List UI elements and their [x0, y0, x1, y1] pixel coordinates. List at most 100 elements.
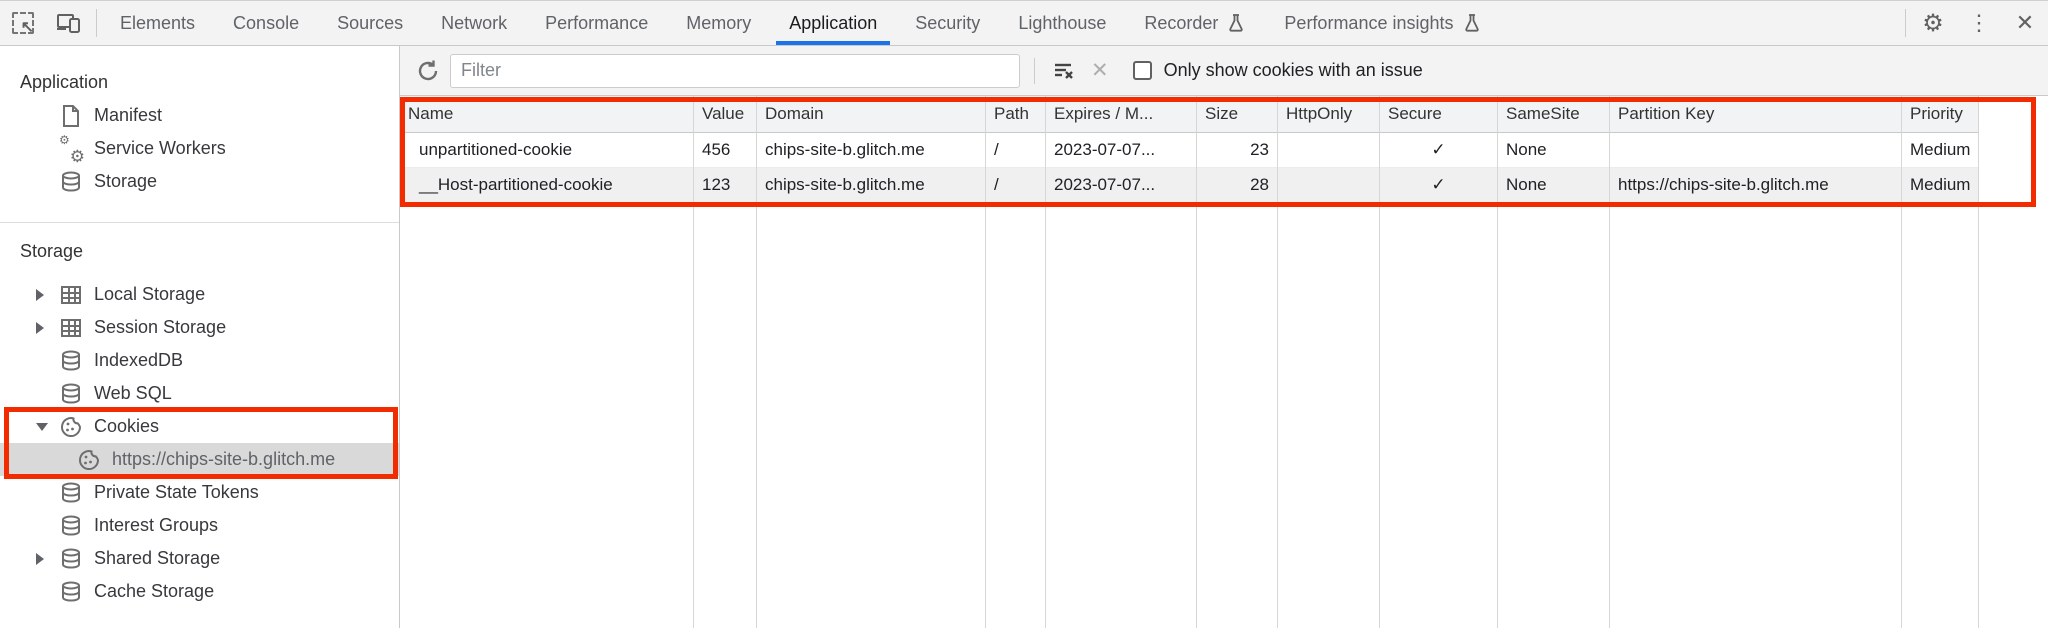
- cell-partition-key-row1[interactable]: [1610, 133, 1901, 168]
- tab-console[interactable]: Console: [214, 1, 318, 45]
- database-icon: [58, 547, 84, 571]
- inspect-cursor-icon: ↖: [12, 12, 34, 36]
- database-icon: [58, 514, 84, 538]
- cell-samesite-row2[interactable]: None: [1498, 168, 1609, 203]
- cell-samesite-row1[interactable]: None: [1498, 133, 1609, 168]
- tab-label: Security: [915, 12, 981, 33]
- cell-httponly-row1[interactable]: [1278, 133, 1379, 168]
- sidebar-item-service-workers[interactable]: ⚙⚙ Service Workers: [0, 132, 399, 165]
- sidebar-item-storage[interactable]: Storage: [0, 165, 399, 198]
- tab-sources[interactable]: Sources: [318, 1, 422, 45]
- cookies-panel: ✕ Only show cookies with an issue Name u…: [400, 46, 2048, 628]
- cell-value-row2[interactable]: 123: [694, 168, 756, 203]
- cell-size-row1[interactable]: 23: [1197, 133, 1277, 168]
- column-header-expires[interactable]: Expires / M...: [1046, 96, 1196, 133]
- cell-priority-row2[interactable]: Medium: [1902, 168, 1979, 203]
- cell-name-row1[interactable]: unpartitioned-cookie: [400, 133, 693, 168]
- column-header-partition-key[interactable]: Partition Key: [1610, 96, 1901, 133]
- sidebar-item-web-sql[interactable]: Web SQL: [0, 377, 399, 410]
- tab-lighthouse[interactable]: Lighthouse: [999, 1, 1125, 45]
- column-partition-key: Partition Key https://chips-site-b.glitc…: [1610, 96, 1902, 628]
- gear-icon: ⚙: [1922, 9, 1944, 37]
- sidebar-item-local-storage[interactable]: Local Storage: [0, 278, 399, 311]
- tab-label: Elements: [120, 12, 196, 33]
- tab-recorder[interactable]: Recorder: [1125, 1, 1265, 45]
- sidebar-item-session-storage[interactable]: Session Storage: [0, 311, 399, 344]
- more-options-button[interactable]: ⋮: [1956, 1, 2002, 45]
- inspect-element-button[interactable]: ↖: [0, 1, 46, 45]
- tab-security[interactable]: Security: [896, 1, 999, 45]
- divider: [1905, 9, 1906, 37]
- filter-input[interactable]: [450, 53, 1020, 88]
- sidebar-item-manifest[interactable]: Manifest: [0, 99, 399, 132]
- delete-cookie-button-disabled[interactable]: ✕: [1091, 59, 1109, 82]
- column-header-samesite[interactable]: SameSite: [1498, 96, 1609, 133]
- column-value: Value 456 123: [694, 96, 757, 628]
- column-header-size[interactable]: Size: [1197, 96, 1277, 133]
- settings-button[interactable]: ⚙: [1910, 1, 1956, 45]
- chevron-down-icon[interactable]: [36, 422, 58, 431]
- chevron-right-icon[interactable]: [36, 552, 58, 565]
- sidebar-item-label: IndexedDB: [94, 350, 184, 370]
- sidebar-item-private-state-tokens[interactable]: Private State Tokens: [0, 476, 399, 509]
- sidebar-item-cache-storage[interactable]: Cache Storage: [0, 575, 399, 608]
- sidebar-item-label: Private State Tokens: [94, 482, 259, 502]
- column-header-httponly[interactable]: HttpOnly: [1278, 96, 1379, 133]
- sidebar-item-label: Storage: [94, 171, 158, 191]
- cell-priority-row1[interactable]: Medium: [1902, 133, 1979, 168]
- kebab-menu-icon: ⋮: [1968, 10, 1990, 35]
- column-header-domain[interactable]: Domain: [757, 96, 985, 133]
- cell-name-row2[interactable]: __Host-partitioned-cookie: [400, 168, 693, 203]
- tab-memory[interactable]: Memory: [667, 1, 770, 45]
- cell-domain-row2[interactable]: chips-site-b.glitch.me: [757, 168, 985, 203]
- column-header-priority[interactable]: Priority: [1902, 96, 1979, 133]
- checkbox-unchecked-icon[interactable]: [1132, 61, 1152, 80]
- database-icon: [58, 382, 84, 406]
- cell-expires-row1[interactable]: 2023-07-07...: [1046, 133, 1196, 168]
- sidebar-item-shared-storage[interactable]: Shared Storage: [0, 542, 399, 575]
- sidebar-item-interest-groups[interactable]: Interest Groups: [0, 509, 399, 542]
- service-workers-gears-icon: ⚙⚙: [59, 132, 85, 166]
- tab-performance-insights[interactable]: Performance insights: [1265, 1, 1500, 45]
- sidebar-item-indexeddb[interactable]: IndexedDB: [0, 344, 399, 377]
- cell-secure-row1[interactable]: ✓: [1380, 133, 1497, 168]
- chevron-right-icon[interactable]: [36, 288, 58, 301]
- column-header-secure[interactable]: Secure: [1380, 96, 1497, 133]
- sidebar-item-label: Web SQL: [94, 383, 172, 403]
- cell-secure-row2[interactable]: ✓: [1380, 168, 1497, 203]
- cell-httponly-row2[interactable]: [1278, 168, 1379, 203]
- cell-size-row2[interactable]: 28: [1197, 168, 1277, 203]
- tab-label: Sources: [337, 12, 404, 33]
- cell-domain-row1[interactable]: chips-site-b.glitch.me: [757, 133, 985, 168]
- column-size: Size 23 28: [1197, 96, 1278, 628]
- tab-elements[interactable]: Elements: [101, 1, 214, 45]
- sidebar-item-cookies[interactable]: Cookies: [0, 410, 399, 443]
- section-title-label: Storage: [20, 241, 84, 261]
- toggle-device-toolbar-button[interactable]: [46, 1, 92, 45]
- only-issue-checkbox-row[interactable]: Only show cookies with an issue: [1132, 60, 1423, 81]
- cell-path-row2[interactable]: /: [986, 168, 1045, 203]
- column-path: Path / /: [986, 96, 1046, 628]
- cell-path-row1[interactable]: /: [986, 133, 1045, 168]
- tab-application[interactable]: Application: [770, 1, 896, 45]
- sidebar-section-title: Application: [0, 66, 399, 99]
- device-toolbar-icon: [57, 14, 80, 33]
- sidebar-section-application: Application Manifest ⚙⚙ Service Workers: [0, 46, 399, 222]
- panel-body: Application Manifest ⚙⚙ Service Workers: [0, 46, 2048, 628]
- column-header-name[interactable]: Name: [400, 96, 693, 133]
- clear-filter-type-button[interactable]: [1047, 54, 1081, 88]
- cell-expires-row2[interactable]: 2023-07-07...: [1046, 168, 1196, 203]
- cell-value-row1[interactable]: 456: [694, 133, 756, 168]
- clear-list-icon: [1055, 63, 1073, 79]
- sidebar-item-label: Cache Storage: [94, 581, 215, 601]
- sidebar-item-cookie-origin[interactable]: https://chips-site-b.glitch.me: [0, 443, 399, 476]
- tab-network[interactable]: Network: [422, 1, 526, 45]
- tab-performance[interactable]: Performance: [526, 1, 667, 45]
- refresh-button[interactable]: [406, 51, 450, 91]
- cell-partition-key-row2[interactable]: https://chips-site-b.glitch.me: [1610, 168, 1901, 203]
- column-header-value[interactable]: Value: [694, 96, 756, 133]
- chevron-right-icon[interactable]: [36, 321, 58, 334]
- table-grid-icon: [58, 316, 84, 340]
- close-devtools-button[interactable]: ✕: [2002, 1, 2048, 45]
- column-header-path[interactable]: Path: [986, 96, 1045, 133]
